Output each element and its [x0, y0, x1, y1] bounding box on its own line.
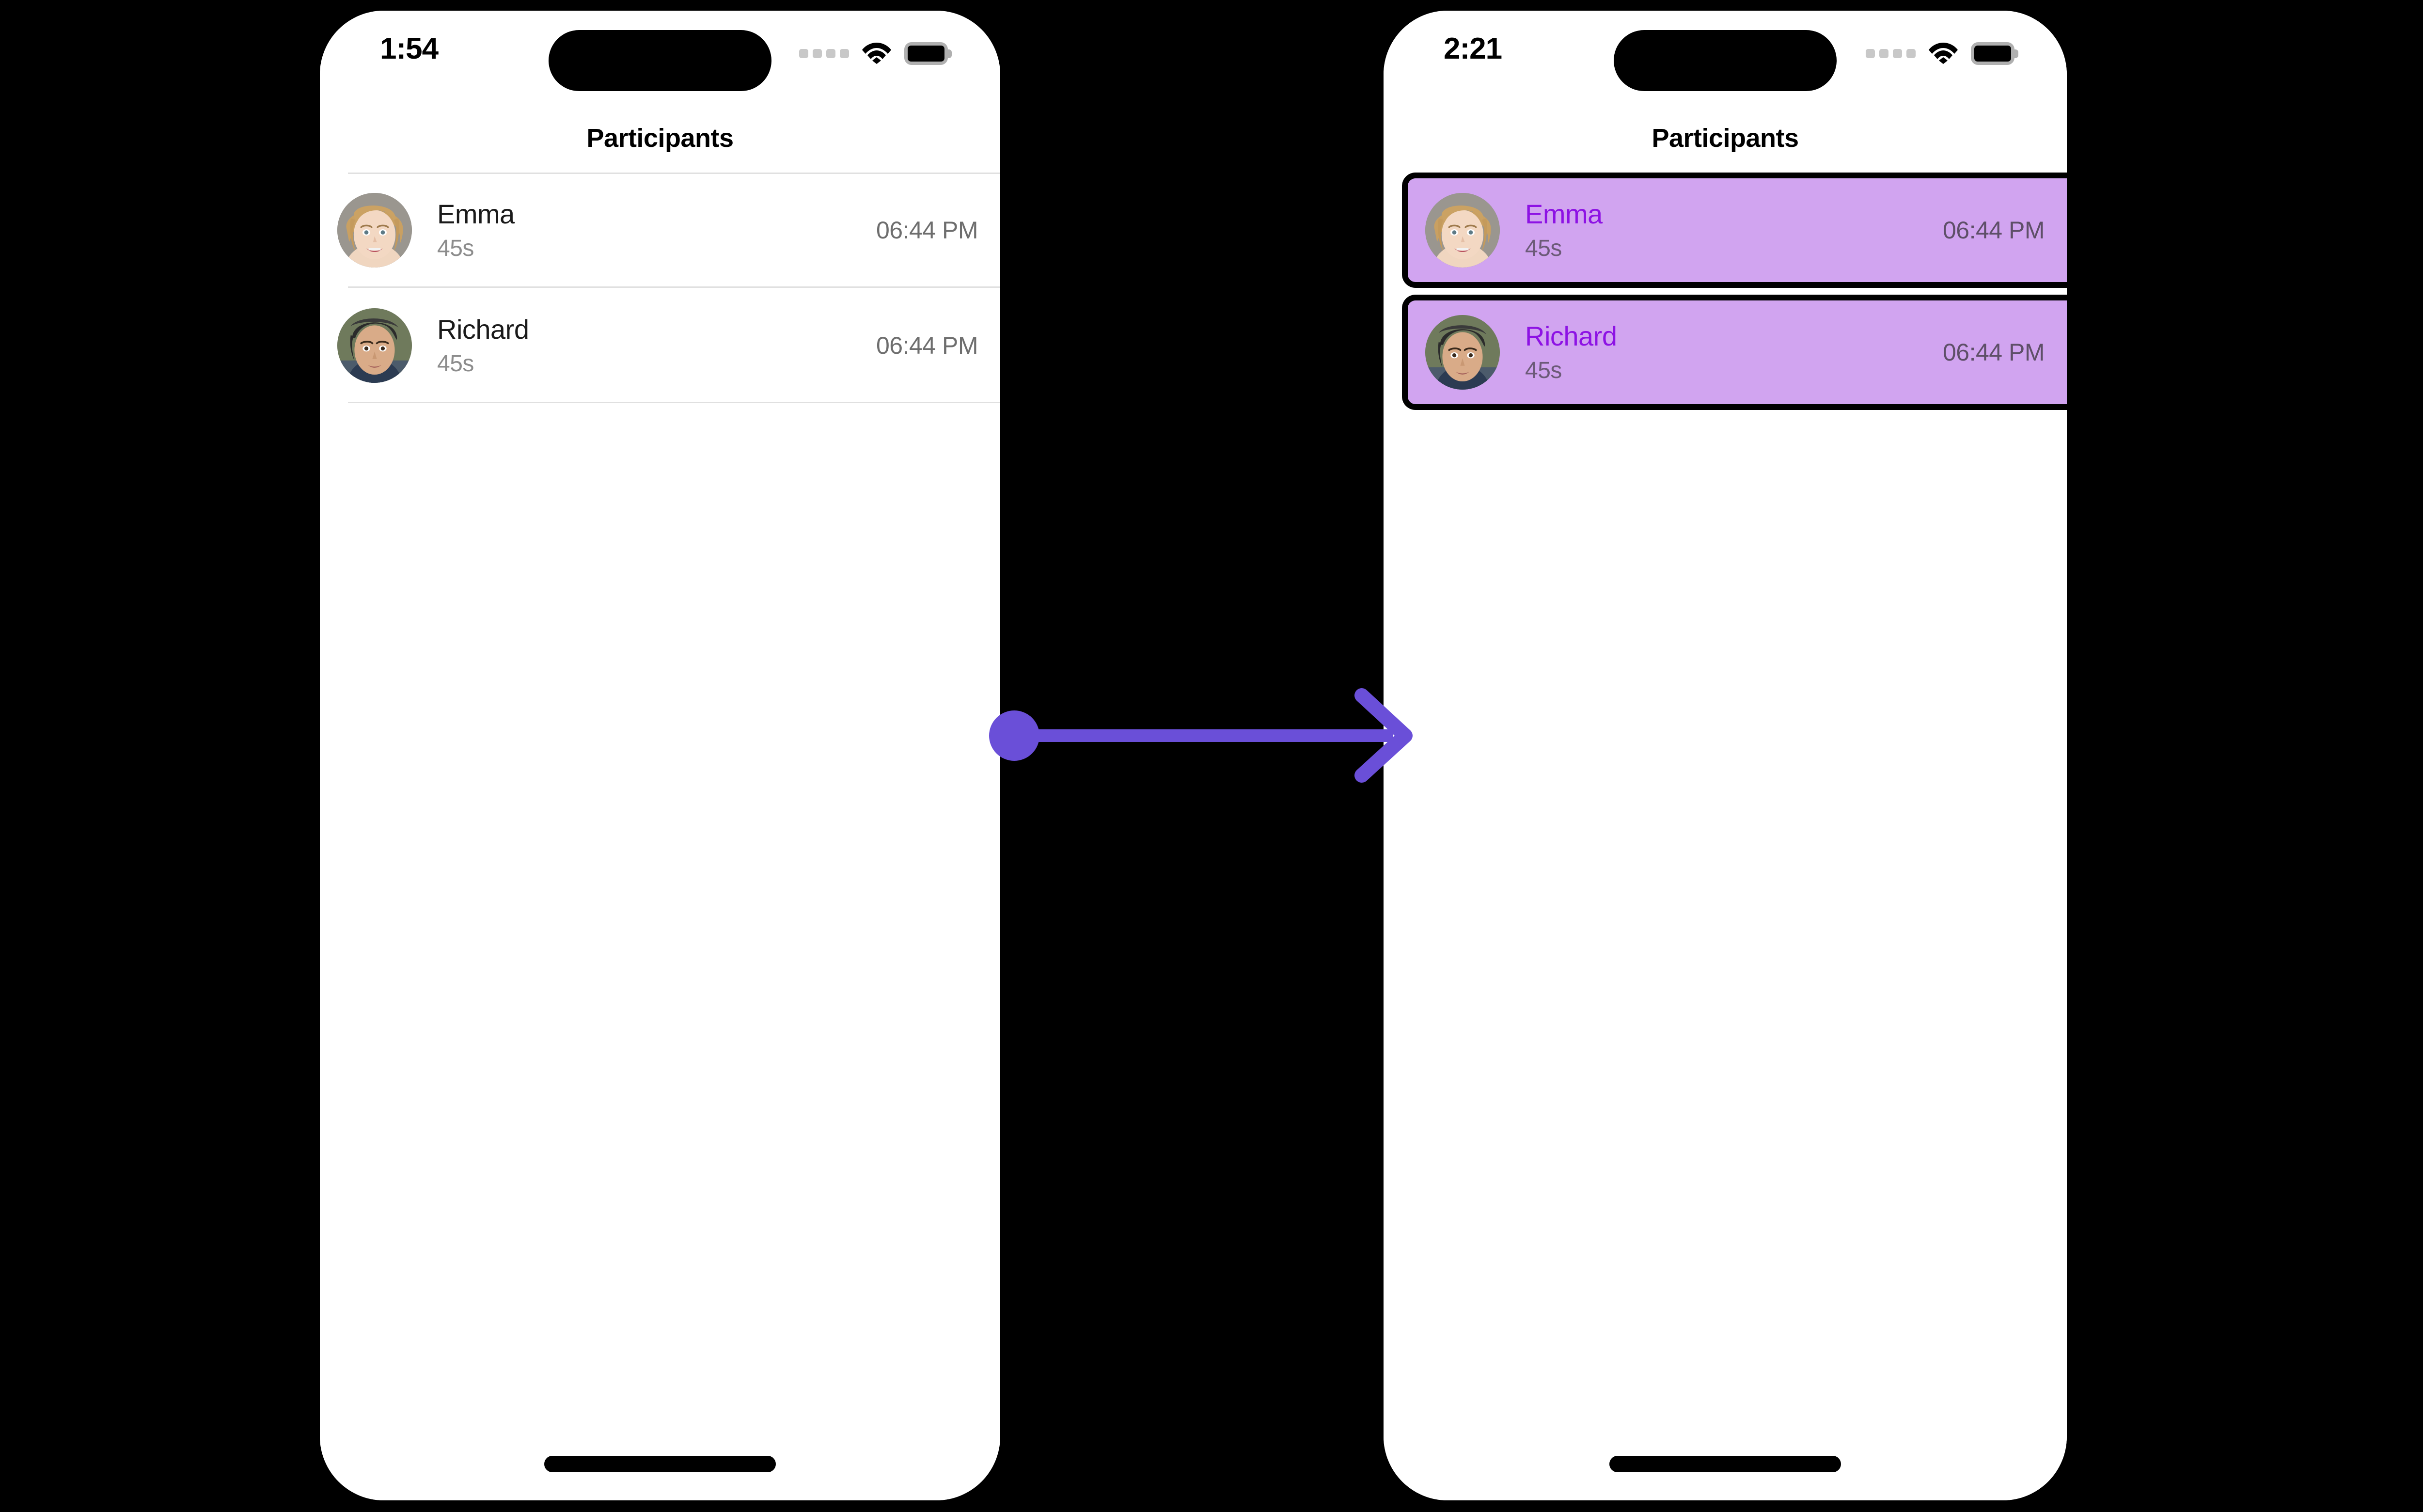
row-text-block: Richard 45s — [437, 315, 876, 376]
transition-annotation — [979, 678, 1425, 795]
page-title: Participants — [586, 124, 734, 153]
row-separator — [348, 402, 1000, 403]
signal-dots-icon — [1866, 49, 1916, 58]
participant-timestamp: 06:44 PM — [876, 332, 978, 359]
page-title: Participants — [1652, 124, 1799, 153]
row-text-block: Richard 45s — [1525, 322, 1943, 383]
table-row[interactable]: Richard 45s 06:44 PM — [320, 288, 1000, 403]
participants-list: Emma 45s 06:44 PM — [320, 173, 1000, 403]
participant-name: Emma — [1525, 198, 1603, 229]
row-text-block: Emma 45s — [1525, 200, 1943, 261]
phone-mockup-before: 1:54 — [320, 11, 1000, 1500]
participants-list: Emma 45s 06:44 PM — [1384, 173, 2067, 417]
wifi-icon — [1928, 41, 1958, 66]
avatar-richard-icon — [337, 308, 412, 383]
participant-duration: 45s — [1525, 236, 1562, 262]
row-text-block: Emma 45s — [437, 200, 876, 261]
row-separator — [348, 173, 1000, 174]
participant-duration: 45s — [1525, 358, 1562, 384]
phone-mockup-after: 2:21 — [1384, 11, 2067, 1500]
participant-name: Richard — [1525, 320, 1617, 351]
dynamic-island — [549, 30, 771, 91]
participant-timestamp: 06:44 PM — [1942, 217, 2045, 244]
phone-screen-before: 1:54 — [320, 11, 1000, 1500]
table-row-selected[interactable]: Emma 45s 06:44 PM — [1402, 173, 2067, 288]
home-indicator[interactable] — [1609, 1456, 1841, 1472]
row-separator — [348, 286, 1000, 288]
battery-icon — [1971, 42, 2018, 65]
status-bar-time: 1:54 — [380, 32, 439, 65]
participant-timestamp: 06:44 PM — [876, 217, 978, 244]
signal-dots-icon — [799, 49, 849, 58]
status-bar: 2:21 — [1384, 11, 2067, 103]
status-bar: 1:54 — [320, 11, 1000, 103]
battery-icon — [904, 42, 952, 65]
table-row-selected[interactable]: Richard 45s 06:44 PM — [1402, 295, 2067, 410]
home-indicator[interactable] — [544, 1456, 776, 1472]
participant-name: Richard — [437, 314, 529, 345]
participant-name: Emma — [437, 198, 515, 229]
avatar-emma-icon — [337, 193, 412, 268]
participant-timestamp: 06:44 PM — [1942, 339, 2045, 366]
wifi-icon — [862, 41, 892, 66]
participant-duration: 45s — [437, 236, 474, 262]
status-bar-indicators — [1866, 41, 2018, 66]
participant-duration: 45s — [437, 351, 474, 377]
arrow-right-icon — [989, 688, 1413, 783]
phone-screen-after: 2:21 — [1384, 11, 2067, 1500]
avatar-richard-icon — [1425, 315, 1500, 390]
status-bar-time: 2:21 — [1444, 32, 1502, 65]
table-row[interactable]: Emma 45s 06:44 PM — [320, 173, 1000, 288]
avatar-emma-icon — [1425, 193, 1500, 268]
dynamic-island — [1614, 30, 1837, 91]
status-bar-indicators — [799, 41, 952, 66]
